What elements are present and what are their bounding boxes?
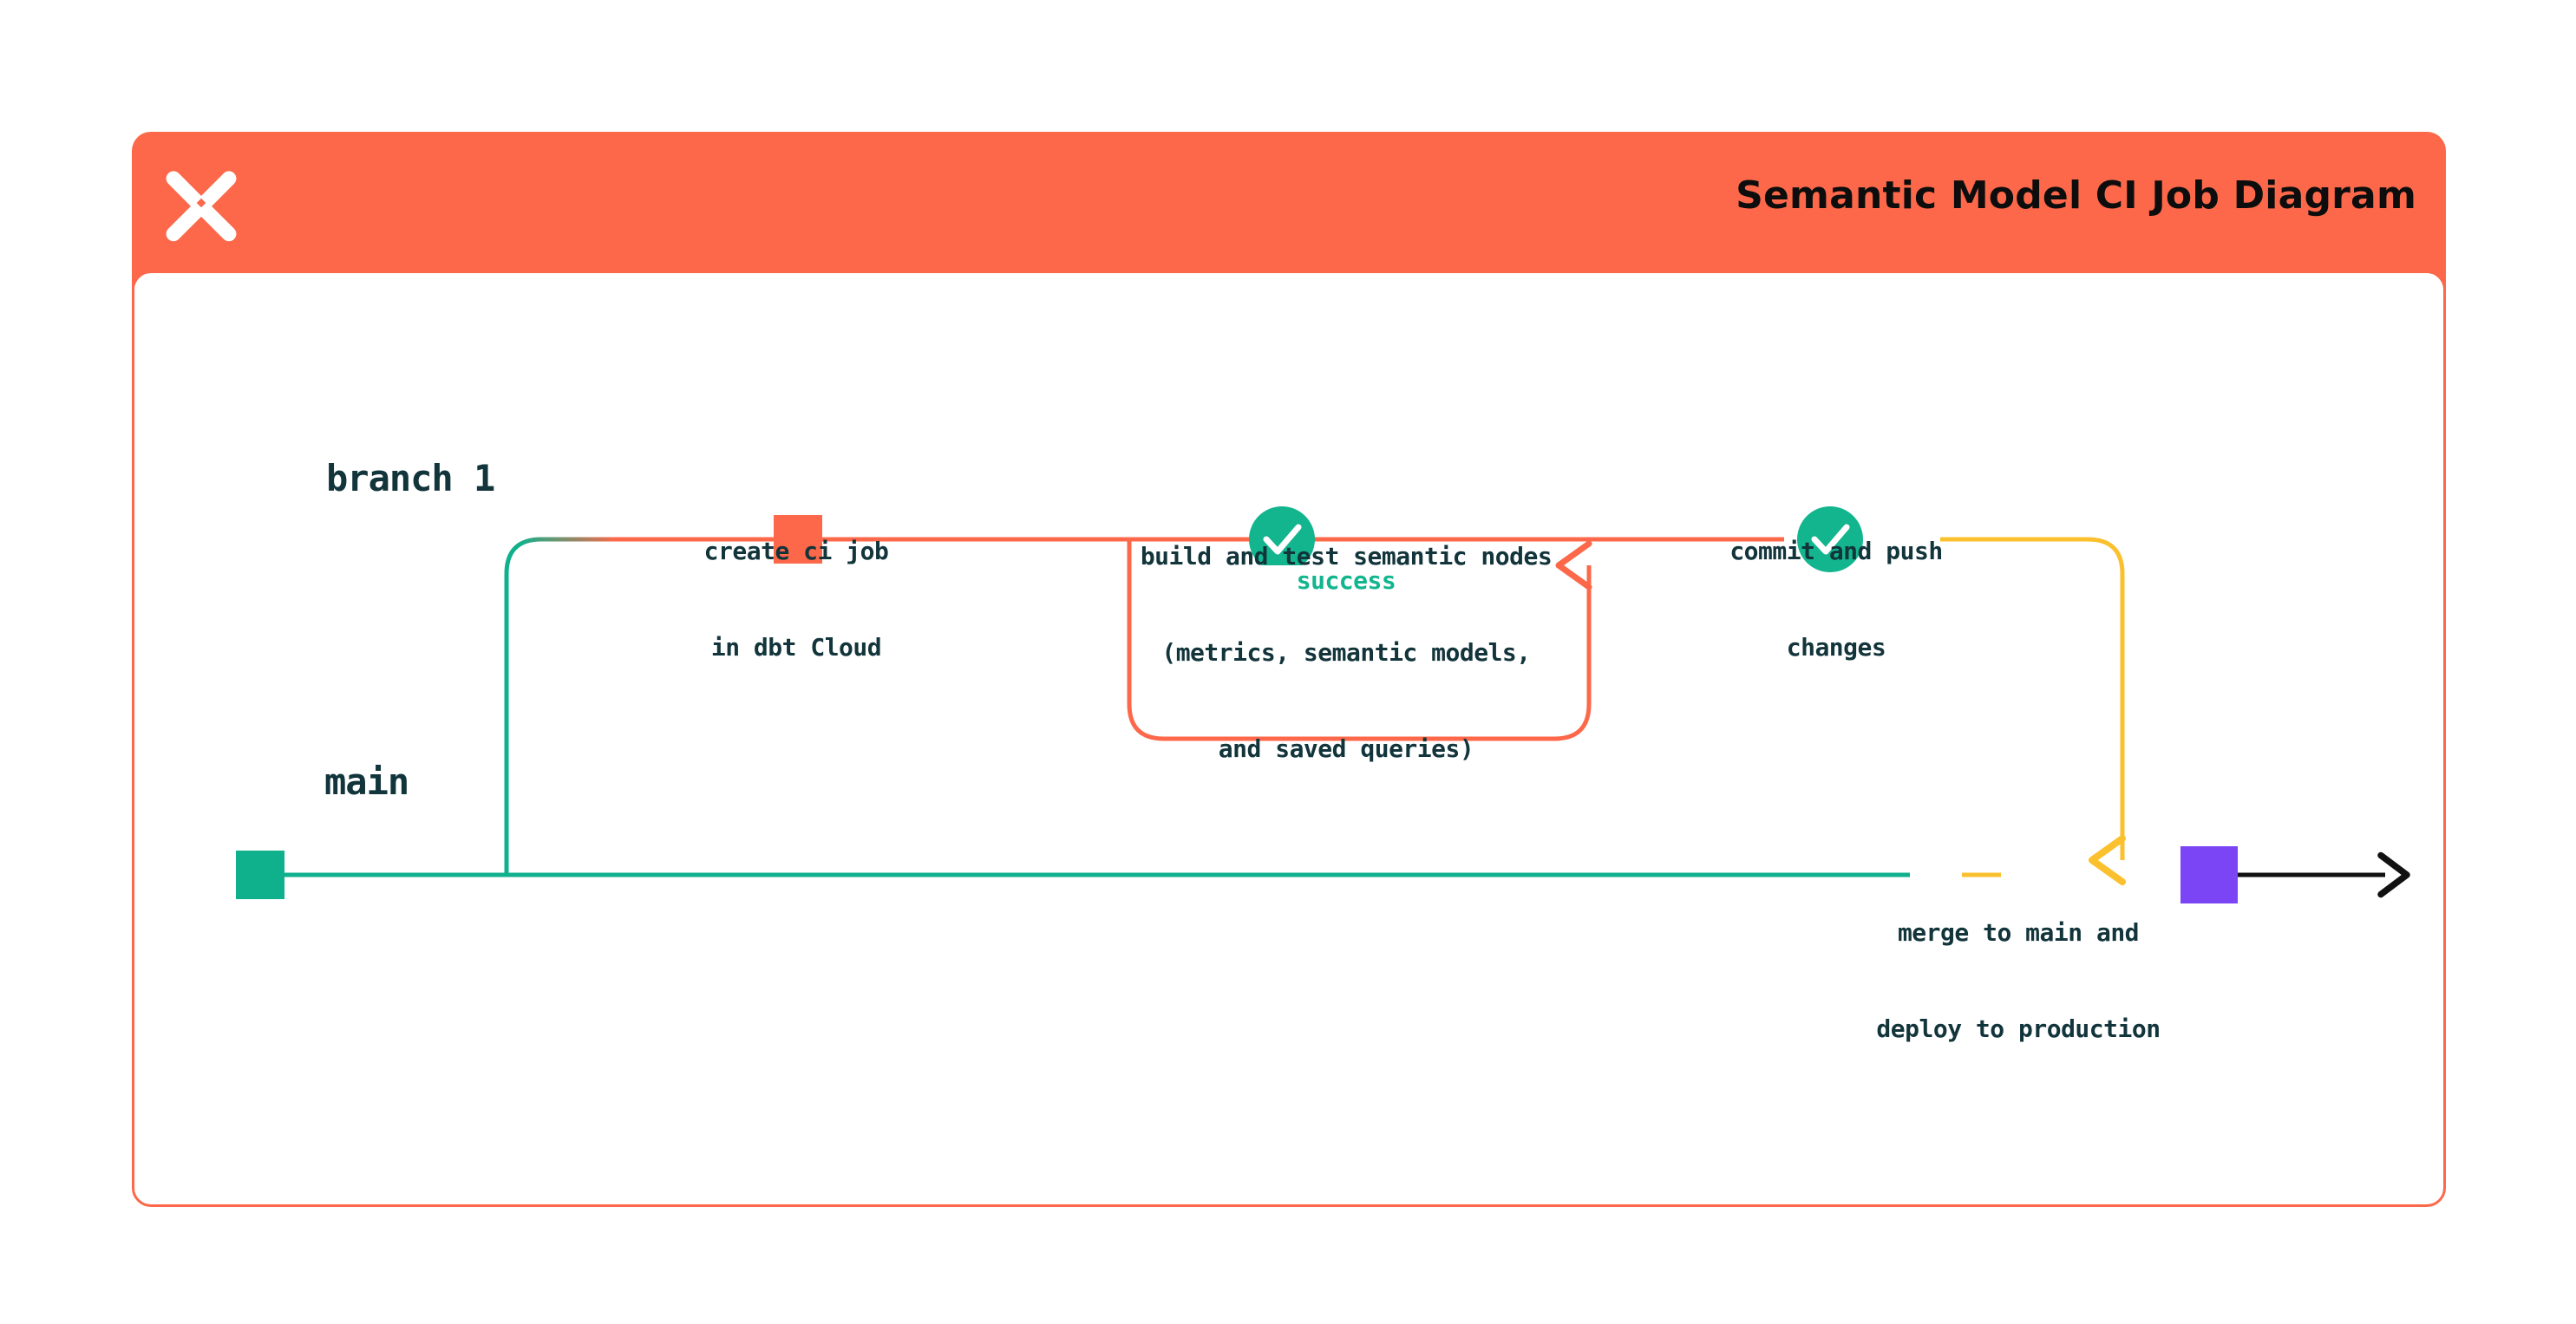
- node-label-build-and-test-line1: build and test semantic nodes: [1140, 541, 1553, 571]
- node-label-commit-and-push: commit and push changes: [1632, 472, 2040, 728]
- lane-label-main: main: [324, 760, 409, 803]
- node-label-commit-and-push-line1: commit and push: [1729, 536, 1943, 565]
- node-label-build-and-test-line2: (metrics, semantic models,: [1161, 637, 1531, 667]
- node-label-commit-and-push-line2: changes: [1786, 632, 1886, 662]
- page-title: Semantic Model CI Job Diagram: [1736, 173, 2416, 218]
- loop-label-success: success: [1207, 565, 1485, 597]
- node-label-build-and-test-line3: and saved queries): [1218, 734, 1474, 763]
- node-label-create-ci-job-line2: in dbt Cloud: [710, 632, 882, 662]
- diagram-card: Semantic Model CI Job Diagram: [132, 132, 2446, 1207]
- lane-label-branch1: branch 1: [326, 457, 495, 499]
- node-label-create-ci-job: create ci job in dbt Cloud: [623, 472, 970, 728]
- node-label-merge-to-main-line2: deploy to production: [1876, 1014, 2161, 1043]
- dbt-logo-icon: [160, 161, 243, 245]
- card-header: Semantic Model CI Job Diagram: [132, 132, 2446, 290]
- node-label-merge-to-main: merge to main and deploy to production: [1771, 853, 2265, 1110]
- node-label-create-ci-job-line1: create ci job: [703, 536, 889, 565]
- node-label-build-and-test: build and test semantic nodes (metrics, …: [999, 477, 1693, 829]
- node-label-merge-to-main-line1: merge to main and: [1897, 917, 2140, 947]
